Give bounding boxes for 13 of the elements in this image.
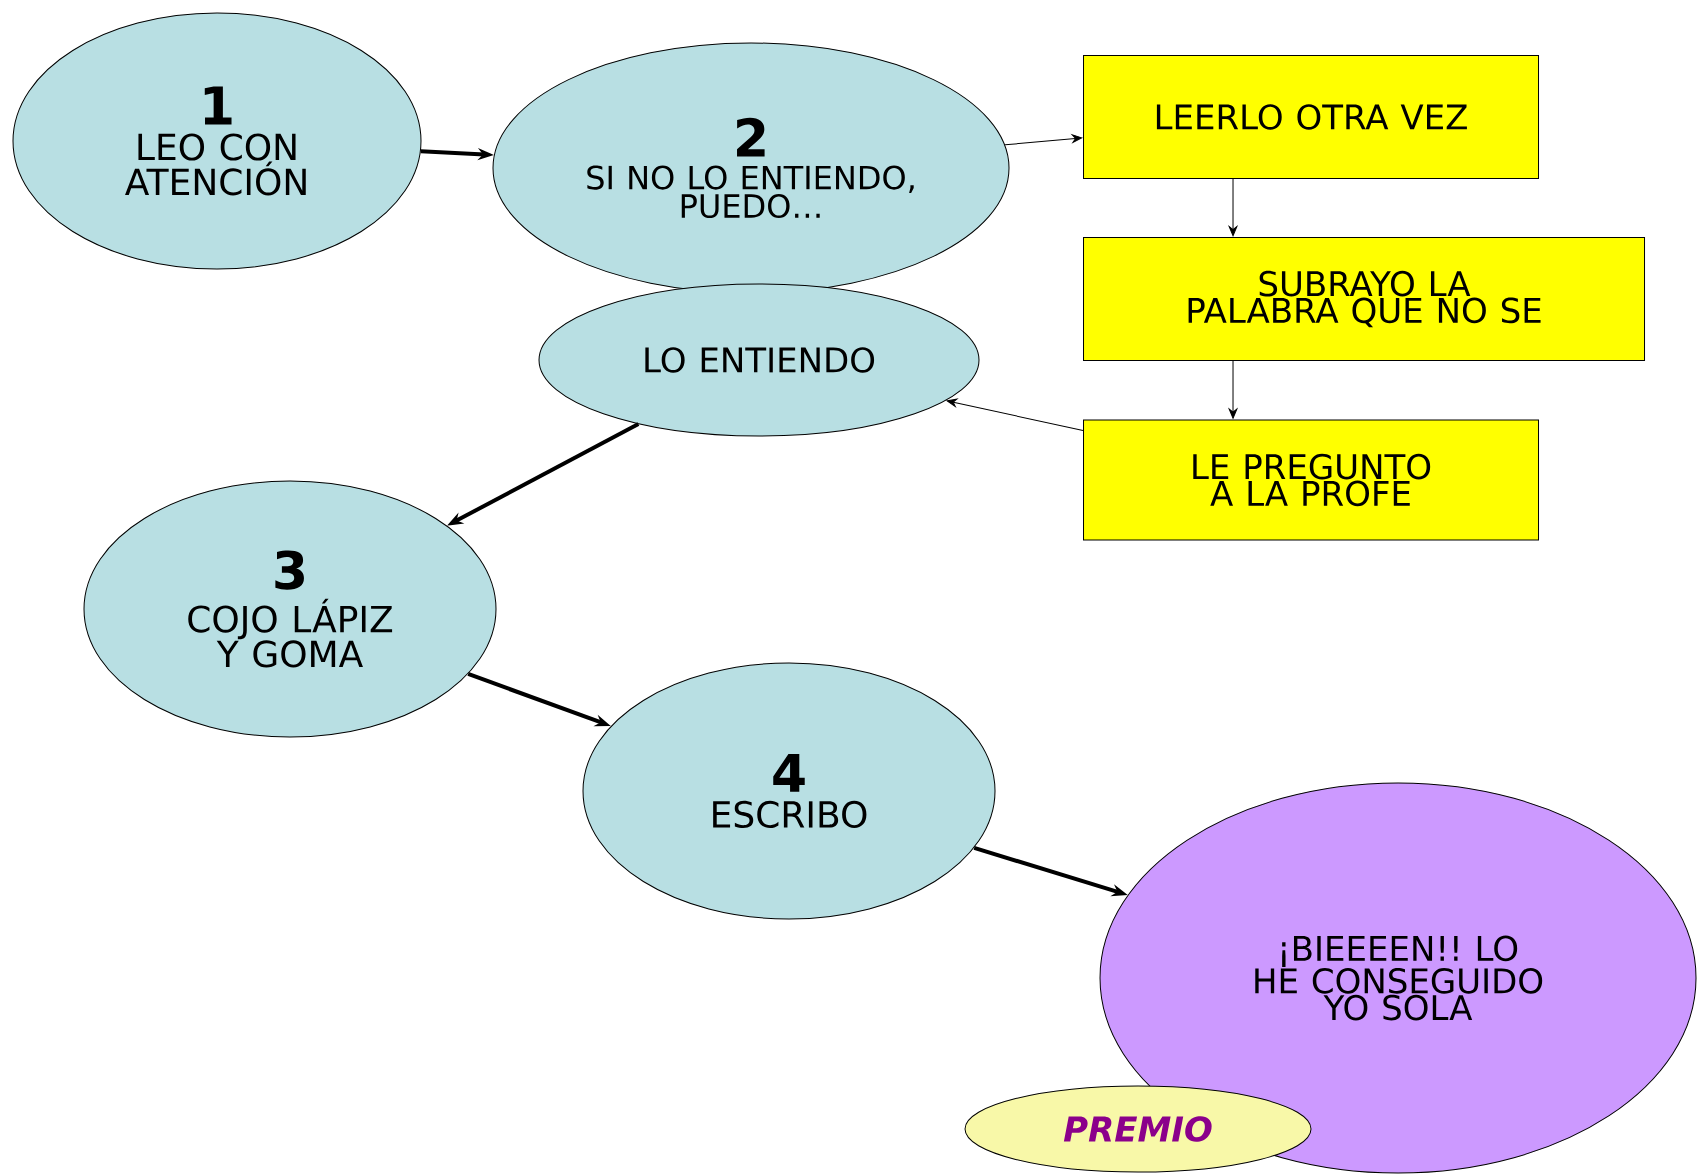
ellipse-node: PREMIO bbox=[964, 1085, 1312, 1173]
ellipse-node: 3 COJO LÁPIZ Y GOMA bbox=[83, 480, 497, 738]
arrow bbox=[1004, 134, 1083, 146]
arrow bbox=[1228, 178, 1238, 237]
ellipse-node: 4 ESCRIBO bbox=[582, 662, 996, 920]
process-box: LE PREGUNTO A LA PROFE bbox=[1083, 419, 1539, 541]
ellipse-node: 1 LEO CON ATENCIÓN bbox=[12, 12, 422, 270]
arrow bbox=[1228, 360, 1238, 419]
process-box: LEERLO OTRA VEZ bbox=[1083, 55, 1539, 179]
ellipse-node: 2 SI NO LO ENTIENDO, PUEDO… bbox=[492, 42, 1010, 294]
arrow bbox=[946, 398, 1084, 432]
ellipse-node: LO ENTIENDO bbox=[538, 283, 980, 437]
process-box: SUBRAYO LA PALABRA QUE NO SE bbox=[1083, 237, 1645, 361]
